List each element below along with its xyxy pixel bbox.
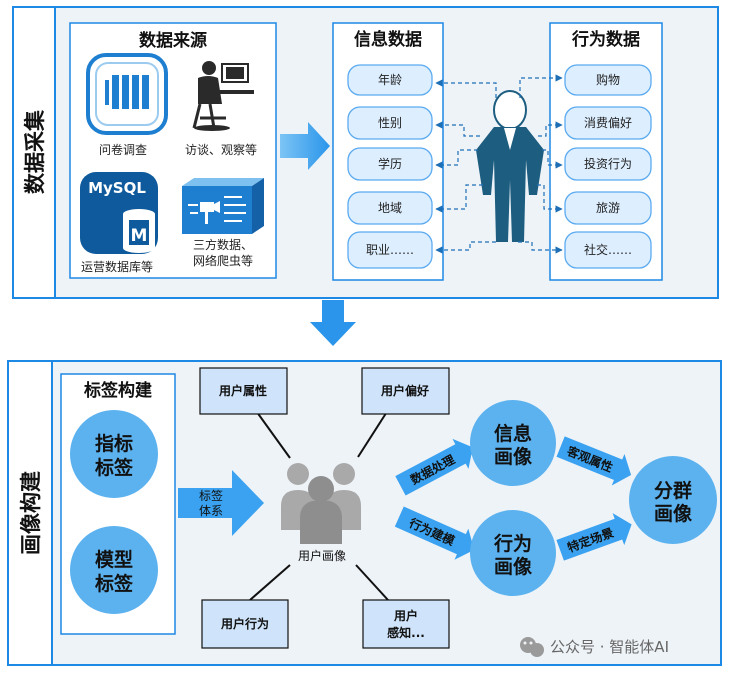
behavior-pill: 旅游 <box>564 191 652 225</box>
user-perception-box: 用户 感知... <box>362 599 450 649</box>
behavior-pill-label: 购物 <box>596 72 620 87</box>
tag-system-line1: 标签 <box>199 488 223 503</box>
dashed-connectors <box>435 74 563 254</box>
watermark-text: 公众号 · 智能体AI <box>550 638 669 656</box>
source-third-party: 三方数据、 <box>193 237 253 252</box>
user-group-icon <box>281 463 361 544</box>
collection-to-portrait-arrow <box>310 300 356 346</box>
tag-construction-panel: 标签构建 指标 标签 模型 标签 <box>60 373 176 635</box>
user-portrait-label: 用户画像 <box>298 548 346 563</box>
mysql-database-icon: MySQL M <box>80 172 158 254</box>
behavior-pill-label: 投资行为 <box>584 156 632 171</box>
cluster-portrait-circle: 分群 画像 <box>629 456 717 544</box>
behavior-pill: 购物 <box>564 64 652 96</box>
source-to-data-arrow <box>280 122 330 170</box>
info-pill: 性别 <box>347 106 433 140</box>
behavior-pill-label: 消费偏好 <box>584 115 632 130</box>
info-portrait-circle: 信息 画像 <box>470 400 556 486</box>
data-sources-panel: 数据来源 问卷调查 访谈、观察等 MySQL <box>69 22 277 279</box>
indicator-tag-circle <box>70 410 158 498</box>
behavior-pill: 社交…… <box>564 231 652 269</box>
source-interview: 访谈、观察等 <box>185 143 257 157</box>
user-attribute-label: 用户属性 <box>218 383 267 398</box>
info-portrait-line2: 画像 <box>494 445 533 468</box>
third-party-network-icon <box>182 178 264 234</box>
cluster-portrait-line1: 分群 <box>654 479 692 502</box>
tag-system-arrow: 标签 体系 <box>178 470 264 536</box>
info-pill: 年龄 <box>347 64 433 96</box>
watermark: 公众号 · 智能体AI <box>520 637 669 657</box>
info-pill-label: 地域 <box>378 201 402 215</box>
info-pill-label: 年龄 <box>378 73 402 87</box>
info-data-panel: 信息数据 年龄性别学历地域职业…… <box>332 22 444 281</box>
cluster-portrait-line2: 画像 <box>654 502 693 525</box>
info-pill: 职业…… <box>347 231 433 269</box>
source-operational-db: 运营数据库等 <box>81 259 153 274</box>
indicator-tag-line1: 指标 <box>95 433 133 455</box>
person-icon <box>476 90 544 242</box>
source-questionnaire: 问卷调查 <box>99 142 147 157</box>
user-perception-line2: 感知... <box>387 625 425 640</box>
source-web-crawler: 网络爬虫等 <box>193 253 253 268</box>
user-behavior-label: 用户行为 <box>220 616 269 631</box>
info-data-title: 信息数据 <box>354 29 422 50</box>
user-preference-label: 用户偏好 <box>380 383 429 398</box>
user-perception-line1: 用户 <box>393 608 418 623</box>
behavior-portrait-circle: 行为 画像 <box>470 510 556 596</box>
behavior-portrait-line2: 画像 <box>494 555 533 578</box>
behavior-data-panel: 行为数据 购物消费偏好投资行为旅游社交…… <box>549 22 663 281</box>
behavior-pill: 投资行为 <box>564 147 652 181</box>
questionnaire-icon <box>86 53 168 135</box>
data-collection-label: 数据采集 <box>23 109 47 194</box>
model-tag-line2: 标签 <box>95 572 134 595</box>
tag-system-line2: 体系 <box>199 504 223 518</box>
info-portrait-line1: 信息 <box>494 422 532 445</box>
user-preference-box: 用户偏好 <box>361 367 450 415</box>
data-sources-title: 数据来源 <box>139 30 207 51</box>
model-tag-line1: 模型 <box>95 548 133 571</box>
behavior-pill-label: 社交…… <box>584 242 632 257</box>
behavior-pill: 消费偏好 <box>564 106 652 140</box>
user-behavior-box: 用户行为 <box>201 599 289 649</box>
portrait-building-label: 画像构建 <box>19 471 43 555</box>
model-tag-circle <box>70 526 158 614</box>
indicator-tag-line2: 标签 <box>95 456 134 479</box>
tag-construction-title: 标签构建 <box>84 380 152 401</box>
info-pill: 地域 <box>347 191 433 225</box>
info-pill-label: 职业…… <box>366 243 414 257</box>
behavior-data-title: 行为数据 <box>571 29 640 50</box>
behavior-pill-label: 旅游 <box>596 201 620 215</box>
interview-person-icon <box>192 61 254 131</box>
portrait-spokes <box>249 406 391 601</box>
mysql-label: MySQL <box>88 179 146 197</box>
behavior-portrait-line1: 行为 <box>493 532 532 555</box>
info-pill-label: 性别 <box>378 116 402 130</box>
user-attribute-box: 用户属性 <box>199 367 288 415</box>
info-pill-label: 学历 <box>378 156 402 171</box>
mysql-m-glyph: M <box>131 226 148 246</box>
info-pill: 学历 <box>347 147 433 181</box>
